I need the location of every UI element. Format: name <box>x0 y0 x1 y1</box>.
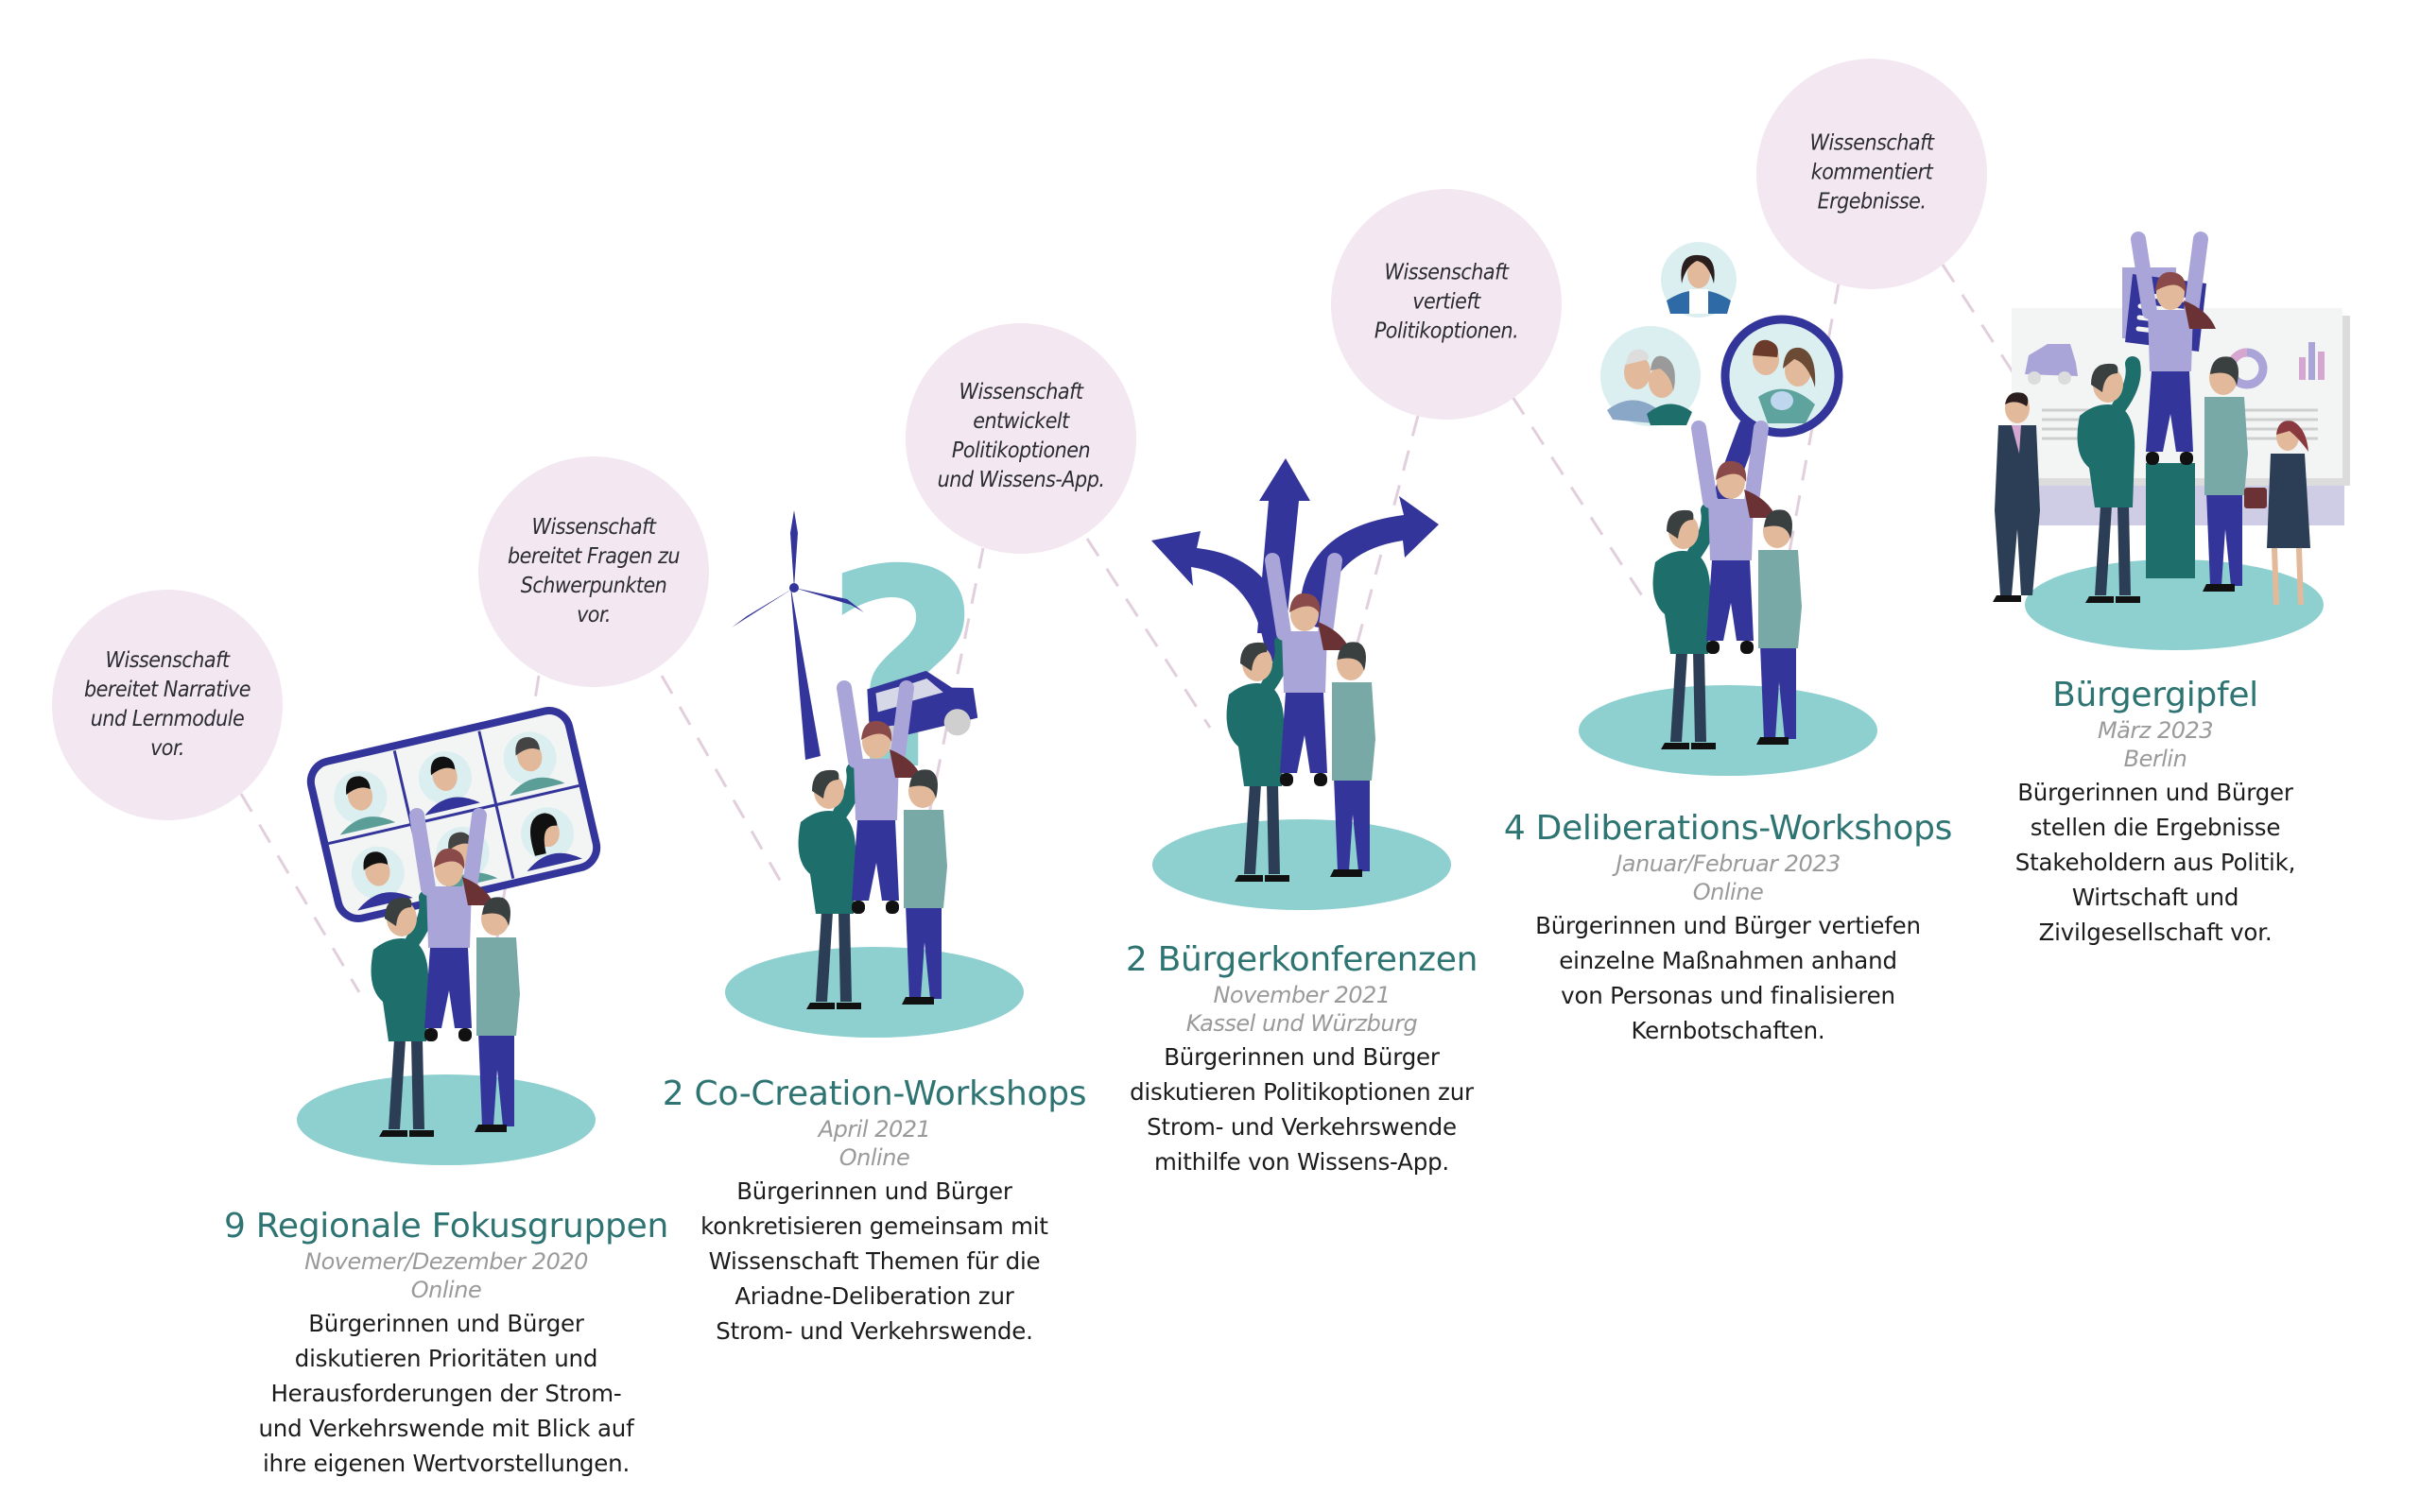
step-date: November 2021 <box>1213 982 1391 1008</box>
desc-line: diskutieren Politikoptionen zur <box>1130 1078 1474 1106</box>
desc-line: Wissenschaft Themen für die <box>708 1247 1041 1275</box>
step-description: Bürgerinnen und Bürger vertiefen einzeln… <box>1504 908 1952 1048</box>
step-date: April 2021 <box>818 1116 931 1143</box>
desc-line: Bürgerinnen und Bürger <box>308 1310 584 1337</box>
desc-line: Bürgerinnen und Bürger <box>1164 1043 1440 1071</box>
desc-line: stellen die Ergebnisse <box>2030 814 2281 841</box>
step-description: Bürgerinnen und Bürger stellen die Ergeb… <box>2014 775 2296 950</box>
bubble-line: Ergebnisse. <box>1817 189 1927 215</box>
desc-line: konkretisieren gemeinsam mit <box>700 1212 1048 1240</box>
step-meta: März 2023 Berlin <box>2015 716 2295 773</box>
step-description: Bürgerinnen und Bürger diskutieren Polit… <box>1126 1040 1478 1179</box>
step-location: Online <box>410 1277 482 1303</box>
desc-line: Strom- und Verkehrswende <box>1147 1113 1457 1141</box>
platforms <box>297 559 2324 1165</box>
bubble-1 <box>52 590 283 820</box>
step-title: Bürgergipfel <box>2052 676 2258 714</box>
three-arrows-icon <box>1151 458 1439 662</box>
desc-line: Bürgerinnen und Bürger <box>736 1177 1012 1205</box>
step-date: März 2023 <box>2097 717 2214 744</box>
desc-line: Bürgerinnen und Bürger vertiefen <box>1535 912 1921 939</box>
step-location: Online <box>1692 879 1764 905</box>
step-meta: April 2021 Online <box>663 1115 1086 1172</box>
bubble-line: Wissenschaft <box>959 380 1083 404</box>
step-meta: Novemer/Dezember 2020 Online <box>224 1247 668 1304</box>
step-meta: Januar/Februar 2023 Online <box>1504 850 1952 906</box>
bubble-line: Wissenschaft <box>531 515 656 540</box>
step-buergerkonferenzen: 2 Bürgerkonferenzen November 2021 Kassel… <box>1126 939 1478 1179</box>
desc-line: einzelne Maßnahmen anhand <box>1559 947 1897 974</box>
bubble-line: Schwerpunkten <box>520 574 667 598</box>
science-bubble-3: Wissenschaft entwickelt Politikoptionen … <box>912 378 1130 495</box>
bubble-line: Wissenschaft <box>105 648 230 673</box>
bubble-line: bereitet Fragen zu <box>507 544 681 569</box>
step-date: Novemer/Dezember 2020 <box>304 1248 588 1275</box>
desc-line: mithilfe von Wissens-App. <box>1153 1148 1450 1176</box>
desc-line: Kernbotschaften. <box>1631 1017 1825 1044</box>
step-deliberations-workshops: 4 Deliberations-Workshops Januar/Februar… <box>1503 808 1953 1048</box>
step-title: 4 Deliberations-Workshops <box>1503 809 1953 848</box>
step-regionale-fokusgruppen: 9 Regionale Fokusgruppen Novemer/Dezembe… <box>224 1206 668 1481</box>
science-bubble-1: Wissenschaft bereitet Narrative und Lern… <box>59 646 276 764</box>
step-date: Januar/Februar 2023 <box>1616 850 1841 877</box>
step-description: Bürgerinnen und Bürger diskutieren Prior… <box>224 1306 668 1481</box>
science-bubble-2: Wissenschaft bereitet Fragen zu Schwerpu… <box>485 513 702 630</box>
desc-line: Strom- und Verkehrswende. <box>716 1317 1033 1345</box>
step-buergergipfel: Bürgergipfel März 2023 Berlin Bürgerinne… <box>2014 675 2296 950</box>
desc-line: Ariadne-Deliberation zur <box>735 1282 1014 1310</box>
step-co-creation-workshops: 2 Co-Creation-Workshops April 2021 Onlin… <box>662 1074 1087 1349</box>
platform-4 <box>1579 685 1877 776</box>
step-title: 9 Regionale Fokusgruppen <box>224 1207 668 1246</box>
desc-line: Bürgerinnen und Bürger <box>2017 779 2293 806</box>
bubble-line: bereitet Narrative <box>83 678 251 702</box>
bubble-5 <box>1756 59 1987 289</box>
desc-line: diskutieren Prioritäten und <box>294 1345 598 1372</box>
bubble-line: und Lernmodule <box>90 707 245 731</box>
science-bubble-5: Wissenschaft kommentiert Ergebnisse. <box>1763 129 1980 217</box>
bubble-line: entwickelt <box>973 409 1069 434</box>
bubble-line: Wissenschaft <box>1809 130 1934 156</box>
bubble-line: vor. <box>577 603 611 627</box>
science-bubble-4: Wissenschaft vertieft Politikoptionen. <box>1338 259 1555 347</box>
desc-line: Zivilgesellschaft vor. <box>2038 919 2273 946</box>
step-location: Berlin <box>2123 746 2187 772</box>
step-location: Online <box>838 1144 910 1171</box>
bubble-line: vor. <box>150 736 184 761</box>
bubble-4 <box>1331 189 1562 420</box>
step-meta: November 2021 Kassel und Würzburg <box>1126 981 1478 1038</box>
platform-2 <box>725 947 1024 1038</box>
bubble-line: und Wissens-App. <box>937 468 1105 492</box>
desc-line: Wirtschaft und <box>2071 884 2239 911</box>
bubble-2 <box>478 456 709 687</box>
step-title: 2 Bürgerkonferenzen <box>1125 940 1478 979</box>
presentation-board-icon <box>1993 239 2350 605</box>
platform-3 <box>1152 819 1451 910</box>
bubble-line: vertieft <box>1412 289 1480 315</box>
science-bubbles <box>52 59 1987 820</box>
desc-line: Stakeholdern aus Politik, <box>2014 849 2296 876</box>
bubble-line: Wissenschaft <box>1384 260 1509 285</box>
step-description: Bürgerinnen und Bürger konkretisieren ge… <box>663 1174 1086 1349</box>
desc-line: von Personas und finalisieren <box>1561 982 1895 1009</box>
step-location: Kassel und Würzburg <box>1185 1010 1418 1037</box>
bubble-line: Politikoptionen <box>951 438 1091 463</box>
step-title: 2 Co-Creation-Workshops <box>662 1074 1087 1113</box>
platform-1 <box>297 1074 596 1165</box>
bubble-line: Politikoptionen. <box>1374 318 1519 344</box>
bubble-line: kommentiert <box>1810 160 1933 185</box>
desc-line: und Verkehrswende mit Blick auf <box>258 1415 634 1442</box>
desc-line: ihre eigenen Wertvorstellungen. <box>262 1450 631 1477</box>
bubble-3 <box>906 323 1136 554</box>
magnifier-personas-icon <box>1600 242 1843 502</box>
desc-line: Herausforderungen der Strom- <box>270 1380 622 1407</box>
